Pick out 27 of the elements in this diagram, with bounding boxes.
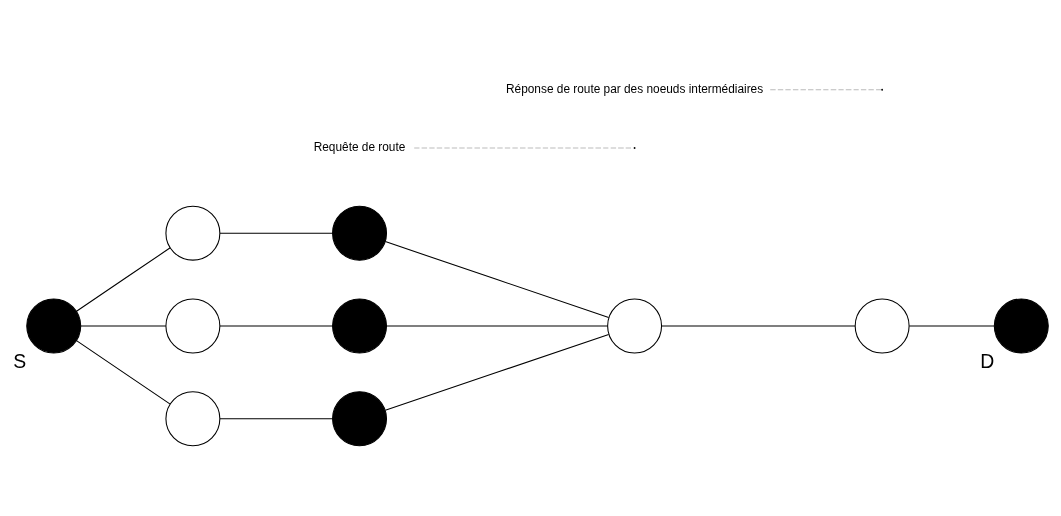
connector	[219, 232, 334, 234]
connector	[75, 247, 171, 312]
node-text: Requête de route	[313, 140, 406, 154]
connector	[908, 325, 995, 327]
connector	[386, 325, 608, 327]
node-circle	[332, 298, 388, 354]
connector	[384, 333, 610, 411]
node-circle	[165, 205, 221, 261]
node-circle	[165, 391, 221, 447]
node-circle	[165, 298, 221, 354]
connector	[219, 325, 334, 327]
connector	[80, 325, 167, 327]
connector	[75, 340, 171, 405]
node-circle	[332, 391, 388, 447]
node-label: S	[13, 350, 27, 373]
node-circle	[854, 298, 910, 354]
node-circle	[332, 205, 388, 261]
node-circle	[993, 298, 1049, 354]
connector	[384, 241, 610, 319]
node-circle	[607, 298, 663, 354]
connector	[661, 325, 856, 327]
node-text: Réponse de route par des noeuds intermédiaires	[506, 81, 764, 96]
connector	[219, 418, 334, 420]
node-label: D	[980, 350, 995, 373]
connector	[413, 147, 634, 149]
connector	[769, 89, 882, 91]
node-circle	[26, 298, 82, 354]
